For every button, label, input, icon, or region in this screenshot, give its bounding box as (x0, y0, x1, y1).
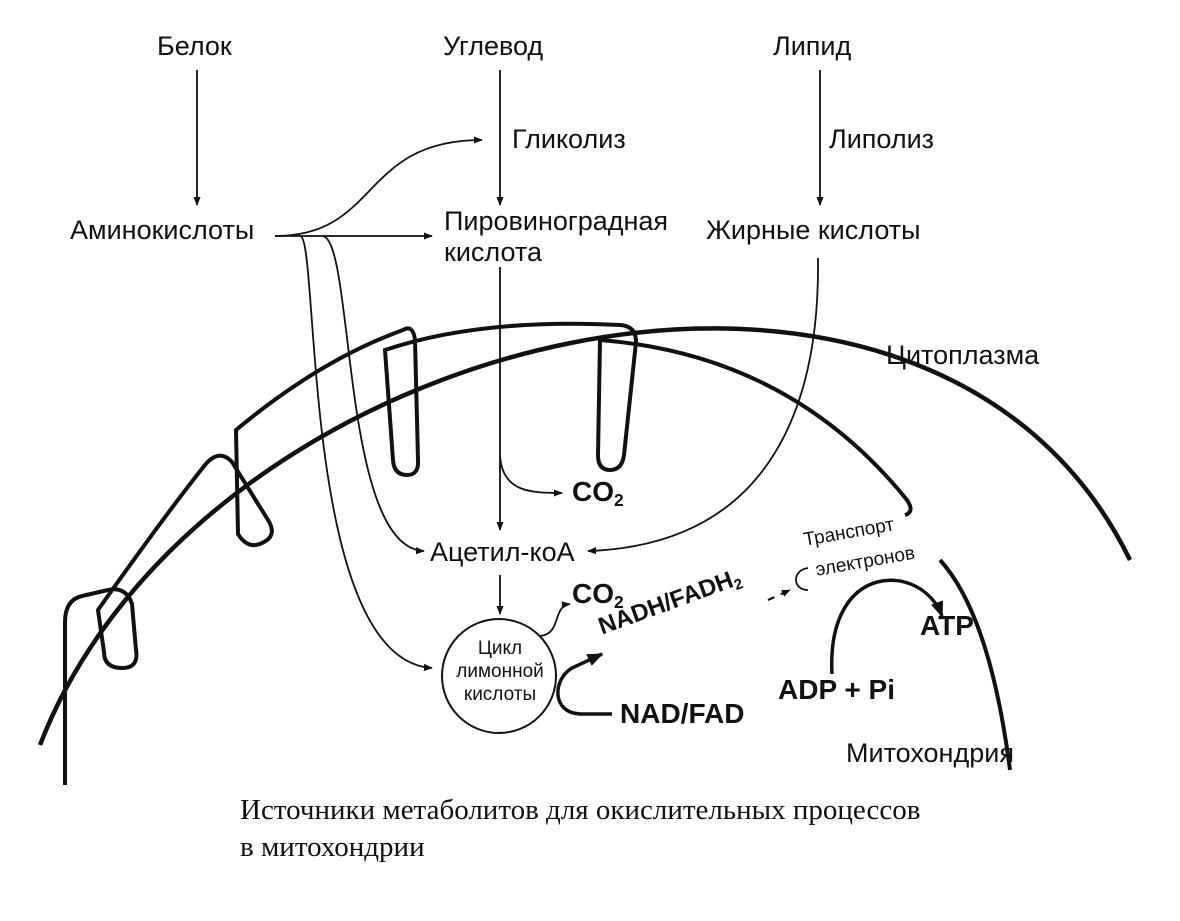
label-acetyl-coa: Ацетил-коА (430, 537, 575, 567)
label-atp: ATP (920, 610, 974, 641)
label-cycle-line3: кислоты (463, 683, 537, 705)
transport-bracket (795, 567, 809, 591)
label-protein: Белок (157, 31, 232, 61)
citric-cycle-circle (440, 618, 558, 734)
caption-line1: Источники метаболитов для окислительных … (240, 794, 921, 826)
arrow-adp-atp (830, 578, 944, 675)
arrow-nad-nadh (556, 652, 612, 716)
label-cytoplasm: Цитоплазма (886, 340, 1040, 370)
label-amino-acids: Аминокислоты (70, 215, 255, 245)
outer-membrane (37, 326, 1133, 746)
label-adp-pi: ADP + Pi (778, 674, 895, 705)
arrow-amino-cycle (299, 235, 433, 672)
label-carbohydrate: Углевод (443, 31, 544, 61)
inner-membrane (63, 321, 913, 785)
arrow-nadh-transport (767, 588, 791, 602)
arrow-fatty-acetyl (587, 257, 819, 555)
arrow-pyruvate-co2 (499, 454, 563, 497)
label-lipolysis: Липолиз (829, 124, 935, 154)
label-nad-fad: NAD/FAD (620, 698, 745, 729)
label-co2-upper: CO2 (572, 476, 624, 510)
label-citric-cycle: Цикл лимонной кислоты (446, 638, 554, 706)
arrow-amino-glycolysis (274, 136, 483, 237)
inner-membrane-right (938, 558, 1012, 771)
caption-line2: в митохондрии (240, 831, 425, 864)
label-pyruvic-acid-line2: кислота (444, 237, 542, 267)
label-fatty-acids: Жирные кислоты (706, 215, 921, 245)
label-pyruvic-acid-line1: Пировиноградная (444, 206, 669, 236)
arrow-cycle-co2 (539, 601, 571, 637)
label-co2-lower: CO2 (572, 578, 624, 612)
label-mitochondria: Митохондрия (846, 738, 1014, 768)
label-lipid: Липид (773, 31, 852, 61)
arrow-amino-acetyl (321, 235, 425, 555)
label-cycle-line2: лимонной (456, 660, 544, 682)
figure-caption: Источники метаболитов для окислительных … (240, 792, 1160, 866)
label-glycolysis: Гликолиз (512, 124, 626, 154)
label-cycle-line1: Цикл (477, 638, 523, 659)
